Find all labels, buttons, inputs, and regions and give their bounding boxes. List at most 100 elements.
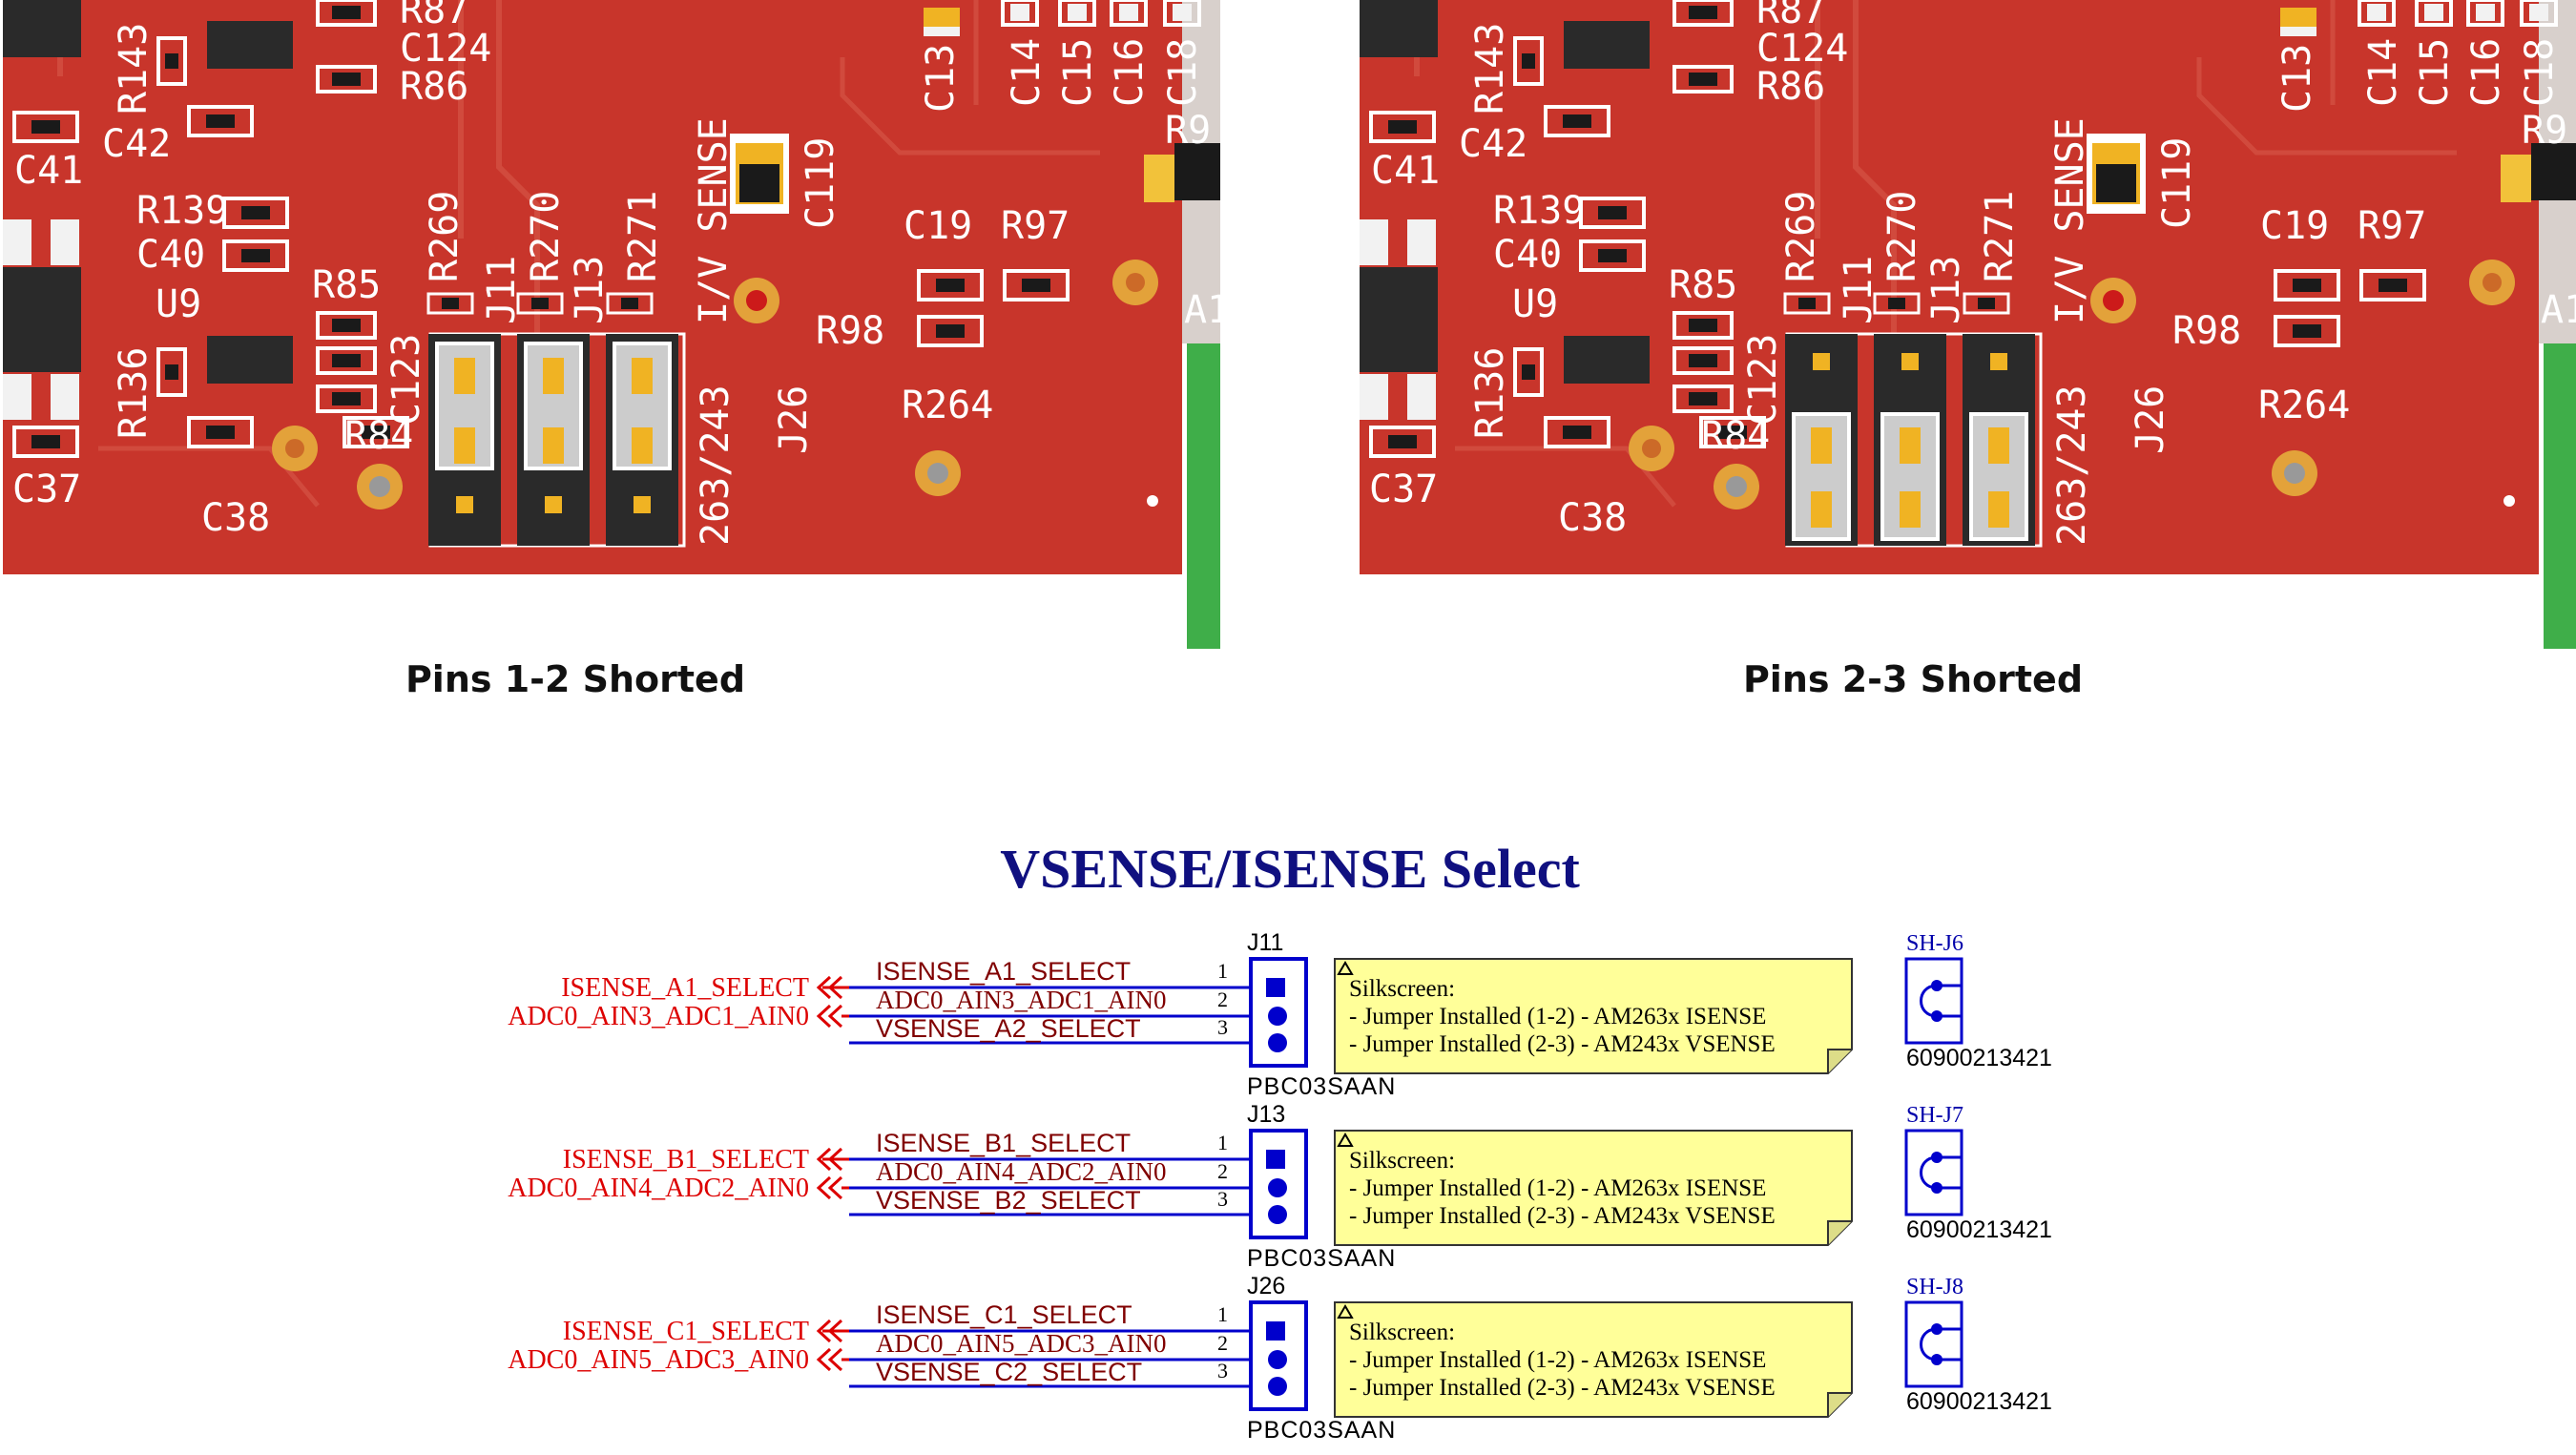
label-iv-sense: I/V SENSE	[692, 117, 736, 324]
pin-number-1: 1	[1217, 1131, 1228, 1154]
pin-1	[1266, 1321, 1285, 1341]
pin-3	[1268, 1033, 1287, 1052]
net-label-3: VSENSE_A2_SELECT	[876, 1014, 1141, 1043]
pcb-view-left: R87 C124 R86 C42 C41 R139 C40 U9 R85 R84…	[3, 0, 1230, 649]
shunt-symbol	[1904, 1300, 1963, 1388]
label-r271-b: R271	[1978, 191, 2022, 282]
label-r269-b: R269	[1779, 191, 1823, 282]
label-r270: R270	[524, 191, 568, 282]
label-r139: R139	[136, 189, 228, 233]
net-label-1: ISENSE_A1_SELECT	[876, 957, 1131, 986]
schematic: ISENSE_A1_SELECTADC0_AIN3_ADC1_AIN0ISENS…	[508, 929, 2052, 1444]
pin-2	[1268, 1007, 1287, 1026]
label-u9-b: U9	[1512, 282, 1558, 326]
label-c14: C14	[1005, 38, 1049, 107]
note-line-2: - Jumper Installed (2-3) - AM243x VSENSE	[1349, 1375, 1776, 1401]
label-r270-b: R270	[1880, 191, 1924, 282]
label-r9-b: R9	[2522, 109, 2567, 153]
label-c40-b: C40	[1493, 233, 1562, 277]
note-warning-icon	[1337, 1133, 1354, 1147]
label-j11: J11	[480, 256, 524, 324]
label-j26-code-b: 263/243	[2050, 385, 2094, 546]
note-line-1: - Jumper Installed (1-2) - AM263x ISENSE	[1349, 1175, 1766, 1201]
label-c15-b: C15	[2413, 38, 2457, 107]
note-fold	[1827, 1049, 1852, 1073]
net-label-3: VSENSE_C2_SELECT	[876, 1358, 1142, 1386]
label-r85: R85	[312, 263, 381, 307]
label-r143-b: R143	[1468, 23, 1512, 114]
label-c18-b: C18	[2518, 38, 2562, 107]
label-r271: R271	[621, 191, 665, 282]
pin-number-2: 2	[1217, 987, 1228, 1011]
pin-number-3: 3	[1217, 1015, 1228, 1039]
label-c38: C38	[201, 496, 270, 540]
net-label-2: ADC0_AIN3_ADC1_AIN0	[876, 986, 1167, 1014]
port-arrow-1	[816, 975, 843, 1000]
pin-2	[1268, 1178, 1287, 1197]
schematic-block-j13: ISENSE_B1_SELECTADC0_AIN4_ADC2_AIN0ISENS…	[508, 1101, 2052, 1272]
schematic-block-j11: ISENSE_A1_SELECTADC0_AIN3_ADC1_AIN0ISENS…	[508, 929, 2052, 1100]
label-r85-b: R85	[1669, 263, 1737, 307]
port-label-2: ADC0_AIN4_ADC2_AIN0	[508, 1174, 809, 1203]
label-a1: A1	[1184, 288, 1230, 332]
label-c124: C124	[400, 27, 491, 71]
label-r87: R87	[400, 0, 468, 32]
label-c13-b: C13	[2275, 44, 2319, 113]
label-r98: R98	[816, 309, 884, 353]
pin-2	[1268, 1350, 1287, 1369]
schematic-block-j26: ISENSE_C1_SELECTADC0_AIN5_ADC3_AIN0ISENS…	[508, 1273, 2052, 1444]
net-label-1: ISENSE_C1_SELECT	[876, 1300, 1132, 1329]
shunt-symbol	[1904, 1129, 1963, 1216]
ref-designator: J26	[1247, 1273, 1285, 1299]
label-r264: R264	[902, 384, 993, 427]
note-line-2: - Jumper Installed (2-3) - AM243x VSENSE	[1349, 1031, 1776, 1057]
label-j26: J26	[772, 385, 816, 454]
footprint-label: PBC03SAAN	[1247, 1245, 1396, 1272]
label-c119: C119	[799, 137, 842, 229]
label-c124-b: C124	[1756, 27, 1848, 71]
label-j26-code: 263/243	[694, 385, 737, 546]
note-fold	[1827, 1220, 1852, 1245]
label-r136: R136	[112, 347, 156, 439]
label-c37: C37	[12, 468, 81, 511]
label-r86: R86	[400, 65, 468, 109]
label-c16-b: C16	[2464, 38, 2508, 107]
port-label-1: ISENSE_B1_SELECT	[563, 1145, 809, 1174]
label-r98-b: R98	[2172, 309, 2241, 353]
pcb-view-right: R87 C124 R86 C42 C41 R139 C40 U9 R85 R84…	[1360, 0, 2576, 649]
label-c41-b: C41	[1371, 149, 1440, 193]
label-r264-b: R264	[2258, 384, 2350, 427]
label-c38-b: C38	[1558, 496, 1627, 540]
label-c18: C18	[1161, 38, 1205, 107]
shunt-ref: SH-J8	[1906, 1275, 1963, 1299]
note-line-1: - Jumper Installed (1-2) - AM263x ISENSE	[1349, 1347, 1766, 1373]
label-c15: C15	[1056, 38, 1100, 107]
shunt-part-number: 60900213421	[1906, 1216, 2052, 1243]
pin-1	[1266, 1150, 1285, 1169]
shunt-ref: SH-J7	[1906, 1103, 1963, 1128]
label-r139-b: R139	[1493, 189, 1585, 233]
label-j13-b: J13	[1924, 256, 1968, 324]
pin-1	[1266, 978, 1285, 997]
port-arrow-2	[816, 1004, 843, 1029]
net-label-2: ADC0_AIN5_ADC3_AIN0	[876, 1329, 1167, 1358]
note-line-1: - Jumper Installed (1-2) - AM263x ISENSE	[1349, 1004, 1766, 1029]
label-r97-b: R97	[2358, 204, 2426, 248]
label-r87-b: R87	[1756, 0, 1825, 32]
pin-3	[1268, 1205, 1287, 1224]
footprint-label: PBC03SAAN	[1247, 1073, 1396, 1100]
label-r143: R143	[112, 23, 156, 114]
label-c41: C41	[14, 149, 83, 193]
pin-3	[1268, 1377, 1287, 1396]
label-c40: C40	[136, 233, 205, 277]
ref-designator: J11	[1247, 929, 1283, 956]
shunt-part-number: 60900213421	[1906, 1388, 2052, 1415]
label-r86-b: R86	[1756, 65, 1825, 109]
pin-number-3: 3	[1217, 1359, 1228, 1382]
label-r269: R269	[423, 191, 467, 282]
label-c123: C123	[384, 334, 428, 426]
pin-number-1: 1	[1217, 959, 1228, 983]
note-header: Silkscreen:	[1349, 1148, 1455, 1174]
label-r97: R97	[1001, 204, 1070, 248]
port-label-2: ADC0_AIN5_ADC3_AIN0	[508, 1345, 809, 1375]
